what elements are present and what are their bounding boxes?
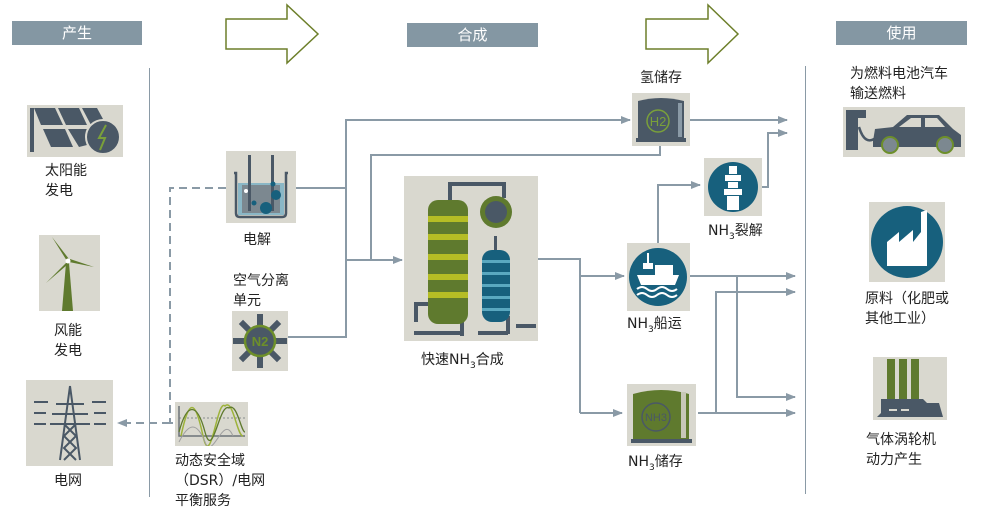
nh3-synthesis-suffix: 合成: [475, 352, 504, 368]
nh3-storage-suffix: 储存: [654, 454, 683, 470]
solar-tile: [27, 105, 123, 157]
nh3-synthesis-sub: 3: [470, 360, 476, 371]
stage-arrow-2: [645, 3, 740, 65]
nh3-shipping-sub: 3: [648, 324, 654, 335]
nh3-synthesis-prefix: 快速NH: [421, 352, 470, 368]
flow-shipping-to-turbine: [736, 276, 796, 401]
nh3-shipping-label: NH3船运: [627, 314, 682, 340]
solar-panel-icon: [30, 108, 121, 155]
n2-gear-icon: N2: [233, 314, 287, 368]
flow-h2-return: [370, 146, 661, 260]
electrolysis-label: 电解: [243, 232, 271, 248]
section-header-use: 使用: [836, 21, 967, 45]
flow-asu-out: [282, 260, 347, 338]
dsr-tile: [175, 402, 248, 448]
ship-icon: [629, 248, 687, 306]
section-header-produce: 产生: [12, 21, 142, 45]
electrolysis-tile: [226, 151, 296, 223]
reactor-icon: [414, 182, 536, 336]
wind-label: 风能 发电: [54, 323, 82, 359]
flow-to-h2-storage: [345, 116, 631, 188]
nh3-synthesis-tile: [404, 176, 538, 341]
flow-cracking-out: [762, 129, 788, 188]
nh3-shipping-tile: [627, 243, 690, 311]
power-tower-icon: [34, 385, 106, 461]
gas-turbine-tile: [873, 357, 947, 420]
h2-storage-tile: H2: [632, 93, 690, 146]
h2-tank-icon: H2: [636, 98, 686, 142]
nh3-synthesis-label: 快速NH3合成: [421, 350, 504, 376]
wind-tile: [39, 235, 100, 311]
nh3-cracking-sub: 3: [729, 231, 735, 242]
nh3-tank-icon: NH3: [631, 390, 692, 443]
nh3-cracking-prefix: NH: [708, 223, 729, 239]
nh3-shipping-prefix: NH: [627, 316, 648, 332]
feedstock-label: 原料（化肥或 其他工业）: [865, 291, 949, 327]
cracking-tower-icon: [708, 162, 758, 212]
flow-synthesis-out: [538, 258, 581, 413]
nh3-cracking-label: NH3裂解: [708, 221, 763, 247]
fuel-cell-label: 为燃料电池汽车 输送燃料: [850, 66, 948, 102]
nh3-storage-prefix: NH: [628, 454, 649, 470]
nh3-text: NH3: [645, 412, 667, 424]
nh3-cracking-tile: [704, 158, 762, 216]
grid-tile: [26, 380, 113, 466]
factory-icon: [871, 206, 943, 278]
h2-text: H2: [650, 114, 667, 129]
nh3-storage-sub: 3: [649, 462, 655, 473]
flow-shipping-to-cracking: [657, 181, 701, 243]
nh3-cracking-suffix: 裂解: [734, 223, 763, 239]
waveform-icon: [178, 404, 246, 448]
wind-turbine-icon: [46, 237, 94, 311]
feedstock-tile: [869, 202, 945, 282]
nh3-storage-tile: NH3: [627, 384, 696, 446]
grid-label: 电网: [54, 473, 82, 489]
ev-charging-car-icon: [846, 110, 961, 154]
h2-storage-label: 氢储存: [640, 70, 682, 86]
dsr-label: 动态安全域 （DSR）/电网 平衡服务: [175, 453, 266, 509]
divider-left: [149, 68, 150, 497]
flow-storage-to-feedstock: [715, 288, 796, 413]
section-header-synthesis: 合成: [407, 23, 538, 47]
n2-text: N2: [252, 334, 269, 349]
divider-right: [805, 66, 806, 494]
electrolysis-beaker-icon: [234, 155, 288, 219]
fuel-cell-tile: [843, 107, 965, 157]
nh3-storage-label: NH3储存: [628, 452, 683, 478]
stage-arrow-1: [225, 3, 320, 65]
nh3-shipping-suffix: 船运: [653, 316, 682, 332]
power-plant-icon: [877, 359, 943, 417]
asu-label: 空气分离 单元: [233, 273, 289, 309]
asu-tile: N2: [232, 311, 288, 371]
flow-dsr-dashed: [169, 187, 226, 424]
solar-label: 太阳能 发电: [45, 163, 87, 199]
gas-turbine-label: 气体涡轮机 动力产生: [866, 432, 936, 468]
